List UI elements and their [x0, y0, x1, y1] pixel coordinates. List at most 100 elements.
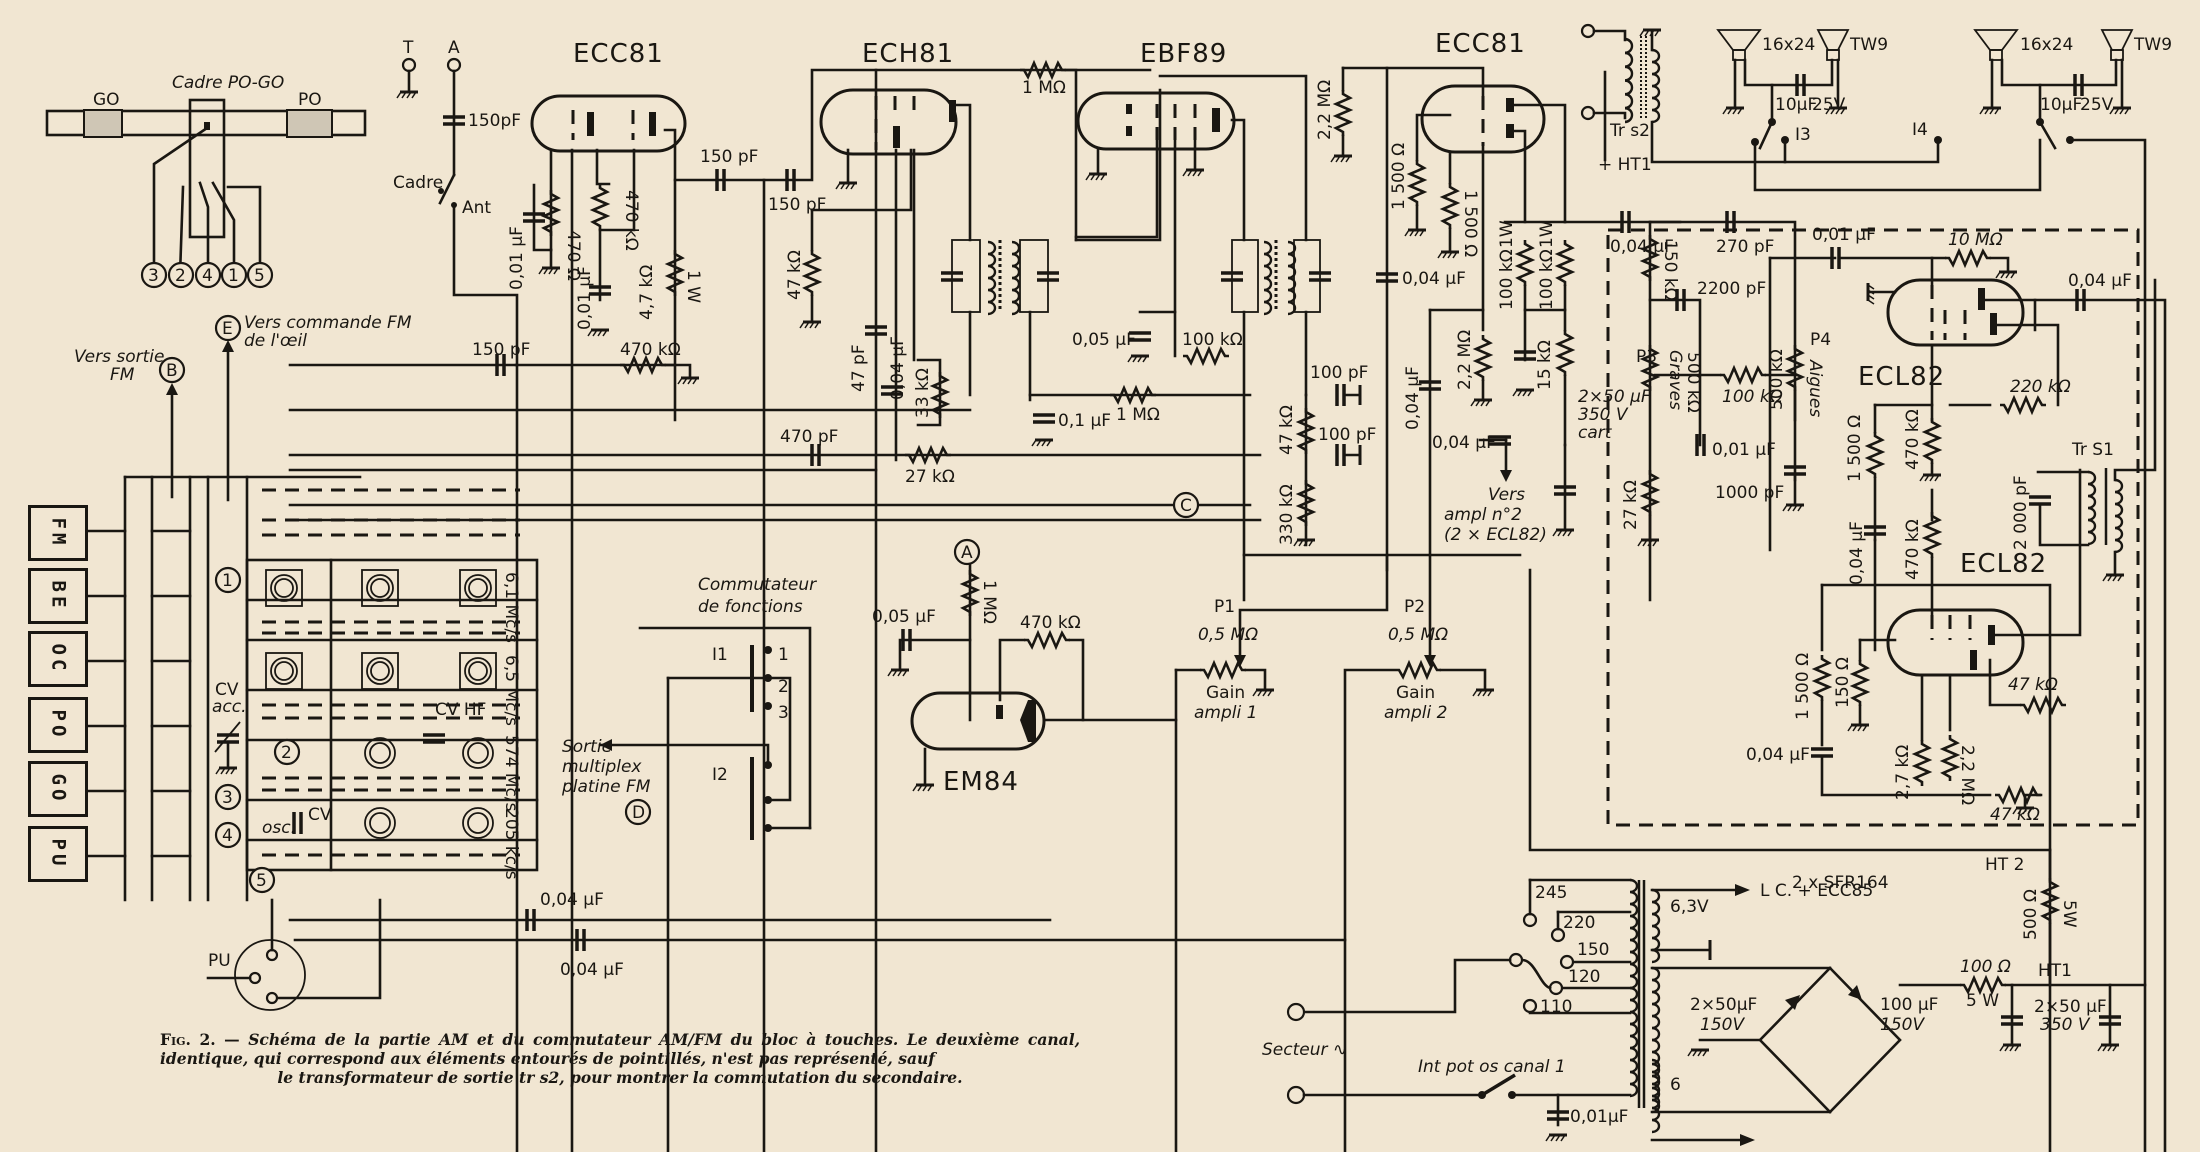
amp-r-1500-b-label: 1 500 Ω: [1793, 653, 1813, 720]
r-100-label: 100 Ω: [1960, 957, 2011, 977]
terminal-t-label: T: [402, 38, 414, 58]
r-500-label: 500 Ω: [2021, 889, 2041, 940]
tube-ecc81-af-label: ECC81: [1435, 29, 1526, 59]
vers-commande-fm-line1: Vers commande FM: [244, 313, 412, 333]
p3-value: 500 kΩ: [1683, 352, 1703, 413]
pickup-socket: PU 0,04 µF 0,04 µF: [206, 890, 1347, 1011]
frame-pins: 3 2 4 1 5: [140, 261, 274, 289]
trs2-ht1-label: + HT1: [1598, 155, 1652, 175]
i1-pos-2: 2: [778, 677, 789, 697]
caption-line-2: canal, identique, qui correspond aux élé…: [160, 1030, 1080, 1068]
c-001a-label: 0,01 µF: [507, 226, 527, 290]
cv-acc-label: CV: [215, 680, 239, 700]
key-be: BE: [28, 568, 88, 624]
c-470p-label: 470 pF: [780, 427, 838, 447]
tweeter-1: TW9: [1816, 29, 1888, 116]
if-transformer-2: 100 pF 47 kΩ 100 pF 330 kΩ C: [1158, 74, 1522, 602]
ht2-label: HT 2: [1985, 855, 2024, 875]
c-150c-label: 150 pF: [472, 340, 530, 360]
cv-acc-note: acc.: [212, 697, 247, 717]
rectifier-label: 2 x SFR164: [1792, 873, 1889, 893]
pin-3: 3: [148, 266, 159, 286]
p1-gain-target: ampli 1: [1194, 703, 1257, 723]
v63b-label: 6: [1670, 1075, 1681, 1095]
r-22m-b-label: 2,2 MΩ: [1455, 330, 1475, 390]
amp-r-47k-b-label: 47 kΩ: [1990, 805, 2040, 825]
c-100u-label: 100 µF: [1880, 995, 1938, 1015]
terminal-t: [401, 57, 417, 73]
tube-ech81-label: ECH81: [862, 39, 954, 69]
tap-220: 220: [1563, 913, 1595, 933]
vers-ampl2-line3: (2 × ECL82): [1444, 525, 1547, 545]
c-100p-b-label: 100 pF: [1318, 425, 1376, 445]
i1-label: I1: [712, 645, 728, 665]
r-33k-label: 33 kΩ: [913, 368, 933, 418]
block-refs: 1 2 3 4 5: [214, 566, 301, 894]
speaker-2-label: 16x24: [2020, 35, 2073, 55]
p1-label: P1: [1214, 597, 1235, 617]
p3-label: P3: [1636, 347, 1657, 367]
r-15k-1w-label: 15 kΩ: [1535, 340, 1555, 390]
p3-name: Graves: [1665, 350, 1685, 410]
c-004d-label: 0,04 µF: [1432, 433, 1496, 453]
block-ref-4: 4: [222, 826, 233, 846]
ref-d-label: D: [632, 803, 645, 823]
amp-c-004b-label: 0,04 µF: [1847, 521, 1867, 585]
i4-label: I4: [1912, 120, 1928, 140]
p2-gain-label: Gain: [1396, 683, 1435, 703]
amp-c-004-out-label: 0,04 µF: [2068, 271, 2132, 291]
c-01-label: 0,1 µF: [1058, 411, 1111, 431]
switch-ant-label: Ant: [462, 198, 491, 218]
tube-em84: EM84 A 1 MΩ 0,05 µF 470 kΩ: [872, 538, 1178, 797]
pin-5: 5: [254, 266, 265, 286]
cv-hf-label: CV HF: [435, 700, 486, 720]
c-2x50-cart-note: cart: [1578, 423, 1613, 443]
c-004-pu2-label: 0,04 µF: [560, 960, 624, 980]
speaker-1: 16x24: [1716, 29, 1834, 116]
r-22m-a-label: 2,2 MΩ: [1315, 80, 1335, 140]
amplifier-channel-outline: [1606, 228, 2140, 827]
block-ref-3: 3: [222, 788, 233, 808]
p1-gain-label: Gain: [1206, 683, 1245, 703]
tube-ecl82-2-label: ECL82: [1960, 549, 2047, 579]
amp-r-150-label: 150 Ω: [1833, 657, 1853, 708]
amp-r-220k-label: 220 kΩ: [2010, 377, 2071, 397]
antenna-input: T A 150pF Cadre Ant: [393, 38, 521, 1152]
key-fm: FM: [28, 505, 88, 561]
tap-110: 110: [1540, 997, 1572, 1017]
switch-cadre-label: Cadre: [393, 173, 443, 193]
c-47p-label: 47 pF: [849, 344, 869, 392]
sortie-multiplex-line3: platine FM: [561, 777, 651, 797]
c-004a-label: 0,04 µF: [888, 336, 908, 400]
p2-label: P2: [1404, 597, 1425, 617]
r-1m-b-label: 1 MΩ: [1116, 405, 1160, 425]
p4-value: 500 kΩ: [1767, 349, 1787, 410]
amp-r-470k-a-label: 470 kΩ: [1903, 409, 1923, 470]
if-transformer-1: [939, 88, 1162, 402]
p2-value: 0,5 MΩ: [1388, 625, 1448, 645]
r-470k-em-label: 470 kΩ: [1020, 613, 1081, 633]
amp-c-004c-label: 0,04 µF: [1746, 745, 1810, 765]
amp-c-001b-label: 0,01 µF: [1812, 225, 1876, 245]
ref-b-label: B: [166, 361, 178, 381]
push-button-block: 6,1 Mc/s 6,5 Mc/s 574 Mc/s 205 kc/s CV a…: [74, 313, 539, 902]
c-10u-1-label: 10µF: [1775, 95, 1817, 115]
ht1-label: HT1: [2038, 961, 2072, 981]
c-100u-voltage: 150V: [1880, 1015, 1925, 1035]
amp-r-22m-label: 2,2 MΩ: [1957, 745, 1977, 805]
cv-osc-note: osc.: [262, 818, 296, 838]
c-150a-label: 150 pF: [700, 147, 758, 167]
r-500-power: 5W: [2059, 900, 2079, 928]
coil-cans: [265, 569, 497, 839]
amp-c-1000p-label: 1000 pF: [1715, 483, 1784, 503]
c-2x50-150-label: 2×50µF: [1690, 995, 1757, 1015]
coil-61mc-label: 6,1 Mc/s: [501, 572, 521, 643]
r-1500-b-label: 1 500 Ω: [1460, 190, 1480, 257]
commutateur-label-1: Commutateur: [698, 575, 817, 595]
amp-r-10m-label: 10 MΩ: [1948, 230, 2003, 250]
key-go: GO: [28, 761, 88, 817]
p4-name: Aigues: [1805, 359, 1825, 417]
mains-terminal-1: [1286, 1002, 1306, 1022]
caption-line-1: Schéma de la partie AM et du commutateur…: [248, 1030, 1020, 1049]
sortie-multiplex-line2: multiplex: [562, 757, 642, 777]
